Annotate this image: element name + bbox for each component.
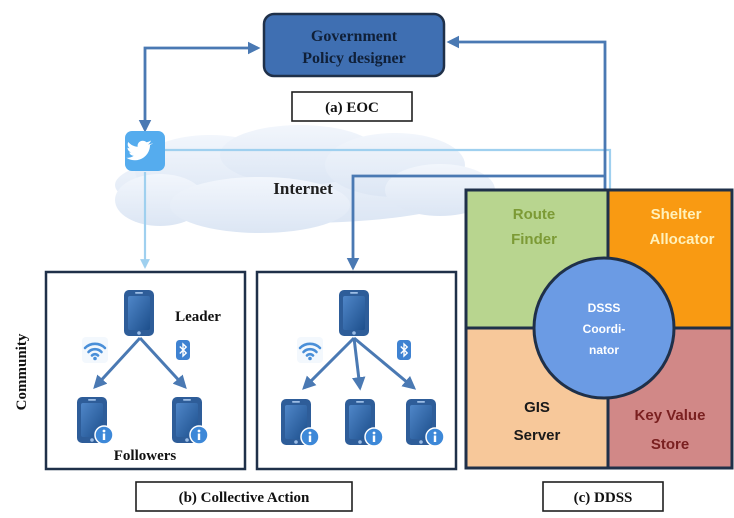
followers-label: Followers	[114, 448, 177, 464]
government-label: Government	[311, 28, 398, 45]
coordination-arrows	[138, 35, 612, 271]
svg-text:Coordi-: Coordi-	[583, 322, 626, 336]
gis-server-label-2: Server	[514, 427, 561, 444]
leader-smartphone-icon	[124, 290, 154, 336]
info-icon	[189, 425, 209, 445]
wifi-icon	[295, 335, 325, 365]
svg-text:(b) Collective Action: (b) Collective Action	[179, 490, 310, 506]
collective-action-caption: (b) Collective Action	[135, 481, 353, 512]
bluetooth-icon	[396, 339, 412, 361]
leader-smartphone-icon	[339, 290, 369, 336]
gis-server-label-1: GIS	[524, 399, 550, 416]
internet-label: Internet	[273, 179, 333, 198]
ddss-caption: (c) DDSS	[542, 481, 664, 512]
info-icon	[425, 427, 445, 447]
government-policy-box: Government Policy designer	[262, 12, 446, 78]
info-icon	[364, 427, 384, 447]
bluetooth-icon	[175, 339, 191, 361]
community-panel-left: Leader Followers	[44, 270, 247, 471]
leader-label: Leader	[175, 309, 221, 325]
svg-text:nator: nator	[589, 343, 619, 357]
community-panel-right	[255, 270, 458, 471]
svg-text:DSSS: DSSS	[588, 301, 621, 315]
svg-text:(a) EOC: (a) EOC	[325, 100, 379, 116]
route-finder-label-2: Finder	[511, 231, 557, 248]
community-side-label: Community	[14, 333, 30, 410]
key-value-store-label-2: Store	[651, 436, 689, 453]
key-value-store-label-1: Key Value	[635, 407, 706, 424]
svg-text:(c) DDSS: (c) DDSS	[574, 490, 633, 506]
twitter-bird-icon	[125, 131, 165, 171]
shelter-allocator-label-1: Shelter	[651, 206, 702, 223]
info-icon	[94, 425, 114, 445]
info-icon	[300, 427, 320, 447]
policy-designer-label: Policy designer	[302, 50, 406, 67]
wifi-icon	[80, 335, 110, 365]
ddss-block: Route Finder Shelter Allocator GIS Serve…	[464, 188, 734, 470]
dsss-coordinator: DSSS Coordi- nator	[532, 256, 676, 400]
shelter-allocator-label-2: Allocator	[649, 231, 714, 248]
eoc-caption: (a) EOC	[291, 91, 413, 122]
route-finder-label-1: Route	[513, 206, 556, 223]
